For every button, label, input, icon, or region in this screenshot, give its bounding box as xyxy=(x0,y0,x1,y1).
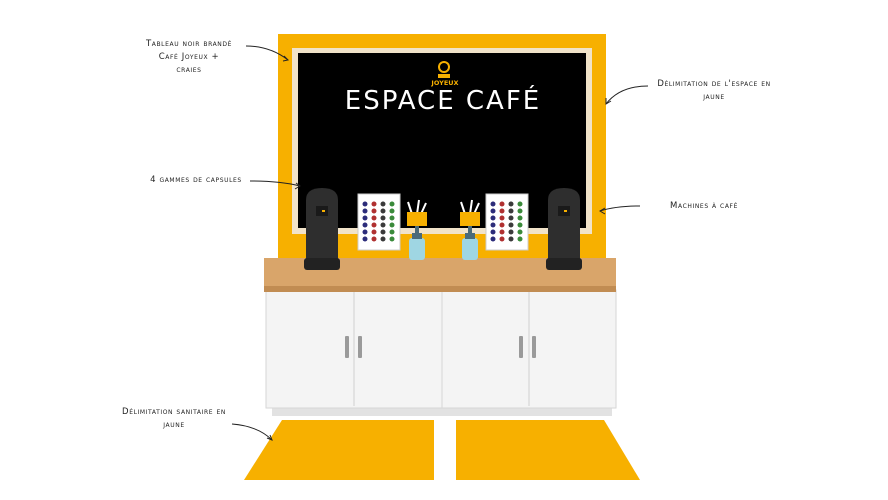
arrow-icon xyxy=(282,55,290,62)
countertop-shade xyxy=(264,286,616,292)
coffee-machine-icon xyxy=(546,188,582,270)
annotation-board: Tableau noir brandé Café Joyeux + craies xyxy=(130,38,248,77)
arrow-icon xyxy=(294,182,301,190)
handle-2 xyxy=(358,336,362,358)
annotation-line: Tableau noir brandé xyxy=(145,39,233,49)
handle-4 xyxy=(532,336,536,358)
coffee-machine-icon xyxy=(304,188,340,270)
annotation-line: Délimitation de l'espace en xyxy=(657,79,771,89)
annotation-line: 4 gammes de capsules xyxy=(150,175,242,185)
arrow-icon xyxy=(599,207,606,215)
cup-holder-icon xyxy=(407,199,427,226)
handle-1 xyxy=(345,336,349,358)
board-title: ESPACE CAFÉ xyxy=(344,86,542,116)
hand-sanitizer-icon xyxy=(462,226,478,260)
annotation-line: Machines à café xyxy=(670,201,738,211)
annotation-line: Délimitation sanitaire en xyxy=(122,407,226,417)
arrow-icon xyxy=(605,98,612,105)
floor-mark-right xyxy=(456,420,640,480)
chalkboard xyxy=(298,53,586,228)
annotation-line: Café Joyeux + xyxy=(158,52,220,62)
handle-3 xyxy=(519,336,523,358)
annotation-line: jaune xyxy=(703,92,725,102)
annotation-sanitary: Délimitation sanitaire en jaune xyxy=(106,406,242,432)
brand-logo-icon xyxy=(438,61,450,78)
arrow-icon xyxy=(245,45,289,61)
cabinet-base xyxy=(272,406,612,416)
capsule-rack-icon xyxy=(357,193,401,251)
annotation-line: jaune xyxy=(163,420,185,430)
arrow-icon xyxy=(249,180,301,187)
hand-sanitizer-icon xyxy=(409,226,425,260)
cup-holder-icon xyxy=(460,199,480,226)
brand-name: JOYEUX xyxy=(431,79,459,87)
arrow-icon xyxy=(605,85,649,105)
arrow-icon xyxy=(599,205,641,212)
annotation-line: craies xyxy=(176,65,202,75)
annotation-space: Délimitation de l'espace en jaune xyxy=(648,78,780,104)
arrow-icon xyxy=(231,423,273,441)
floor-mark-left xyxy=(244,420,434,480)
annotation-capsules: 4 gammes de capsules xyxy=(140,174,252,187)
capsule-rack-icon xyxy=(485,193,529,251)
arrow-icon xyxy=(266,434,273,441)
annotation-machines: Machines à café xyxy=(650,200,758,213)
